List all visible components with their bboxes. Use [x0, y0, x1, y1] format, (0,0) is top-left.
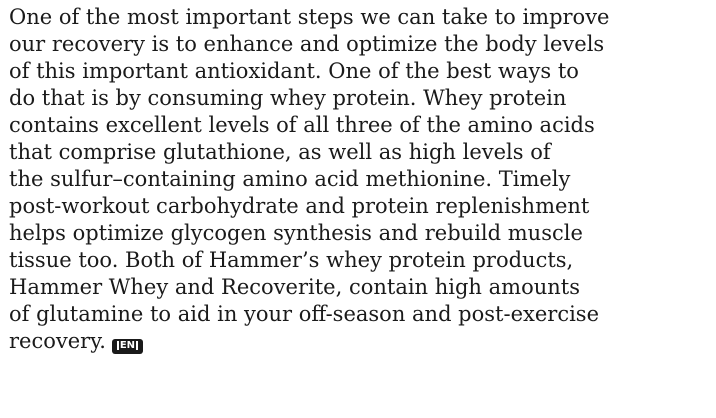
paragraph-line-1: One of the most important steps we can t… [9, 5, 610, 29]
last-line-text: recovery. [9, 329, 106, 353]
paragraph-line-6: that comprise glutathione, as well as hi… [9, 140, 551, 164]
paragraph-line-7: the sulfur–containing amino acid methion… [9, 167, 571, 191]
end-mark-label: EN [116, 340, 139, 350]
paragraph-line-13: recovery. EN [9, 328, 710, 355]
paragraph-line-3: of this important antioxidant. One of th… [9, 59, 579, 83]
article-paragraph: One of the most important steps we can t… [9, 4, 710, 355]
paragraph-line-2: our recovery is to enhance and optimize … [9, 32, 605, 56]
paragraph-line-4: do that is by consuming whey protein. Wh… [9, 86, 567, 110]
paragraph-line-9: helps optimize glycogen synthesis and re… [9, 221, 583, 245]
paragraph-line-10: tissue too. Both of Hammer’s whey protei… [9, 248, 574, 272]
paragraph-line-12: of glutamine to aid in your off-season a… [9, 302, 599, 326]
paragraph-line-11: Hammer Whey and Recoverite, contain high… [9, 275, 580, 299]
paragraph-line-8: post-workout carbohydrate and protein re… [9, 194, 590, 218]
paragraph-line-5: contains excellent levels of all three o… [9, 113, 595, 137]
end-of-article-icon: EN [111, 339, 143, 354]
